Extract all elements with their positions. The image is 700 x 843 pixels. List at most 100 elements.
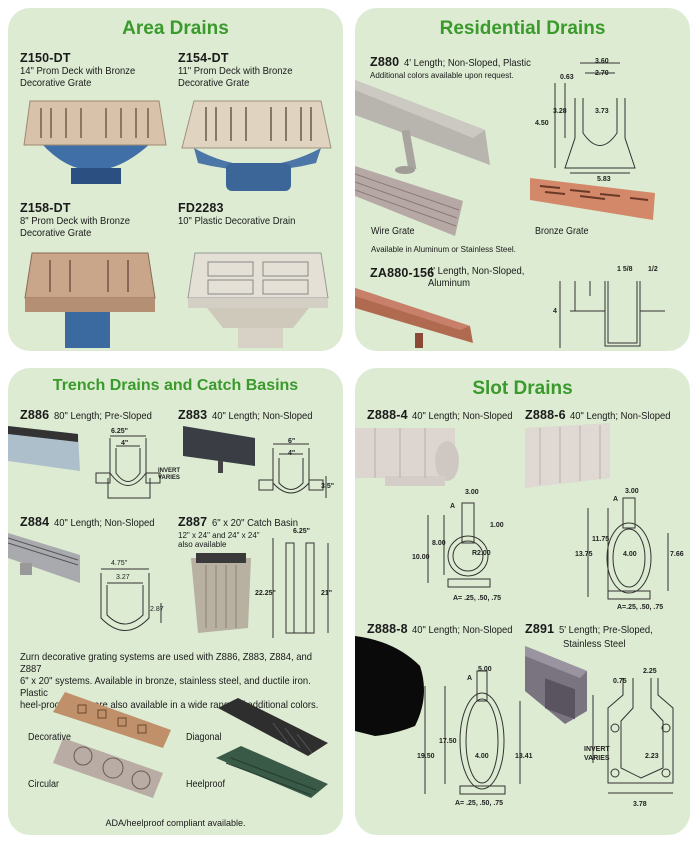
z888-8-section-diagram <box>424 670 521 795</box>
product-z884: Z884 40" Length; Non-Sloped <box>20 513 165 531</box>
dimension-label: 19.50 <box>417 753 435 760</box>
description: 4' Length, Non-Sloped, <box>428 265 525 277</box>
fd2283-drain-image <box>187 252 329 348</box>
section-title: Slot Drains <box>472 378 573 399</box>
dimension-label: 2.23 <box>645 753 659 760</box>
za880-section-diagram <box>559 281 665 348</box>
model-number: Z884 <box>20 515 50 529</box>
dimension-label: 21" <box>321 590 333 597</box>
note: Additional colors available upon request… <box>370 71 514 80</box>
z883-channel-image <box>183 426 255 473</box>
dimension-label: A=.25, .50, .75 <box>617 604 664 611</box>
product-z880: Z880 4' Length; Non-Sloped, Plastic Addi… <box>370 53 545 80</box>
residential-drains-panel: Residential Drains Z880 4' Length; Non-S… <box>355 8 690 351</box>
product-fd2283: FD2283 10" Plastic Decorative Drain <box>178 201 308 227</box>
bronze-grate-label: Bronze Grate <box>535 226 589 237</box>
dimension-label: R2.00 <box>472 550 491 557</box>
model-number: Z888-6 <box>525 408 566 422</box>
grate-label-heelproof: Heelproof <box>186 779 226 790</box>
description: Aluminum <box>428 277 471 289</box>
dimension-label: 7.66 <box>670 551 684 558</box>
dimension-label: 6.25" <box>293 528 310 535</box>
circular-grate-image <box>53 738 163 798</box>
product-z888-8: Z888-8 40" Length; Non-Sloped <box>367 620 524 638</box>
dimension-label: 3.78 <box>633 801 647 808</box>
model-number: ZA880-156 <box>370 266 435 280</box>
description: 40" Length; Non-Sloped <box>570 410 671 422</box>
dimension-label: 4.50 <box>535 120 549 127</box>
dimension-label: 1.00 <box>490 522 504 529</box>
diagonal-grate-image <box>218 698 328 756</box>
model-number: Z888-8 <box>367 622 408 636</box>
dimension-label: 13.41 <box>515 753 533 760</box>
dimension-label: A= .25, .50, .75 <box>455 800 504 807</box>
z884-section-diagram <box>100 568 162 631</box>
dimension-label: 13.75 <box>575 551 593 558</box>
description: Decorative Grate <box>20 227 92 239</box>
dimension-label: 2.70 <box>595 70 609 77</box>
z158dt-drain-image <box>24 252 156 348</box>
dimension-label: 3.28 <box>553 108 567 115</box>
bronze-grate-image <box>530 178 655 220</box>
footer-note: ADA/heelproof compliant available. <box>105 818 246 828</box>
dimension-label: 3.60 <box>595 58 609 65</box>
wire-grate-label: Wire Grate <box>371 226 415 237</box>
paragraph-line: Zurn decorative grating systems are used… <box>20 651 313 675</box>
z887-catch-basin-image <box>191 553 251 633</box>
product-z883: Z883 40" Length; Non-Sloped <box>178 406 323 424</box>
description: 5' Length; Pre-Sloped, <box>558 624 653 636</box>
paragraph-line: 6" x 20" systems. Available in bronze, s… <box>20 675 311 699</box>
dimension-label: 4 <box>553 308 557 315</box>
dimension-label: 11.75 <box>592 536 610 543</box>
note: also available <box>178 540 227 549</box>
za880-channel-image <box>355 288 473 348</box>
dimension-label: 4.00 <box>623 551 637 558</box>
dimension-label: 3.27 <box>116 574 130 581</box>
z888-4-channel-image <box>355 428 459 486</box>
trench-drains-panel: Trench Drains and Catch Basins Z886 80" … <box>8 368 343 835</box>
z880-section-diagram <box>554 62 636 174</box>
z888-4-section-diagram <box>427 502 491 588</box>
z154dt-drain-image <box>181 100 332 191</box>
dimension-label: 3.00 <box>465 489 479 496</box>
section-title: Trench Drains and Catch Basins <box>52 377 299 394</box>
product-za880-156: ZA880-156 4' Length, Non-Sloped, Aluminu… <box>370 264 524 289</box>
description: 40" Length; Non-Sloped <box>211 410 313 422</box>
dimension-label: 22.25" <box>255 590 276 597</box>
model-number: Z154-DT <box>178 51 229 65</box>
description: 40" Length; Non-Sloped <box>412 624 513 636</box>
dimension-label: 2.25 <box>643 668 657 675</box>
z891-section-diagram <box>592 678 674 794</box>
section-title: Residential Drains <box>439 18 606 39</box>
dimension-label: 0.63 <box>560 74 574 81</box>
z150dt-drain-image <box>23 100 167 184</box>
z887-section-diagram <box>272 538 329 638</box>
model-number: Z150-DT <box>20 51 71 65</box>
model-number: Z880 <box>370 55 400 69</box>
dimension-label: A <box>450 503 456 510</box>
z883-section-diagram <box>258 443 327 498</box>
product-z158dt: Z158-DT 8" Prom Deck with Bronze Decorat… <box>20 201 142 239</box>
section-title: Area Drains <box>122 18 229 39</box>
model-number: FD2283 <box>178 201 224 215</box>
product-z888-6: Z888-6 40" Length; Non-Sloped <box>525 406 682 424</box>
dimension-label: 3.73 <box>595 108 609 115</box>
dimension-label: VARIES <box>584 755 610 762</box>
z886-section-diagram <box>95 435 161 499</box>
description: Stainless Steel <box>563 638 626 650</box>
description: 14" Prom Deck with Bronze <box>20 65 136 77</box>
z888-6-channel-image <box>525 423 610 488</box>
dimension-label: 6.25" <box>111 428 128 435</box>
dimension-label: 3.00 <box>625 488 639 495</box>
description: 4' Length; Non-Sloped, Plastic <box>403 57 531 69</box>
dimension-label: 5.83 <box>597 176 611 183</box>
product-z154dt: Z154-DT 11" Prom Deck with Bronze Decora… <box>178 51 305 89</box>
dimension-label: A <box>467 675 473 682</box>
z884-channel-image <box>8 533 80 583</box>
availability-note: Available in Aluminum or Stainless Steel… <box>371 245 516 254</box>
grate-label-decorative: Decorative <box>28 732 72 743</box>
model-number: Z887 <box>178 515 208 529</box>
description: Decorative Grate <box>20 77 92 89</box>
dimension-label: 8.00 <box>432 540 446 547</box>
grate-label-circular: Circular <box>28 779 60 790</box>
